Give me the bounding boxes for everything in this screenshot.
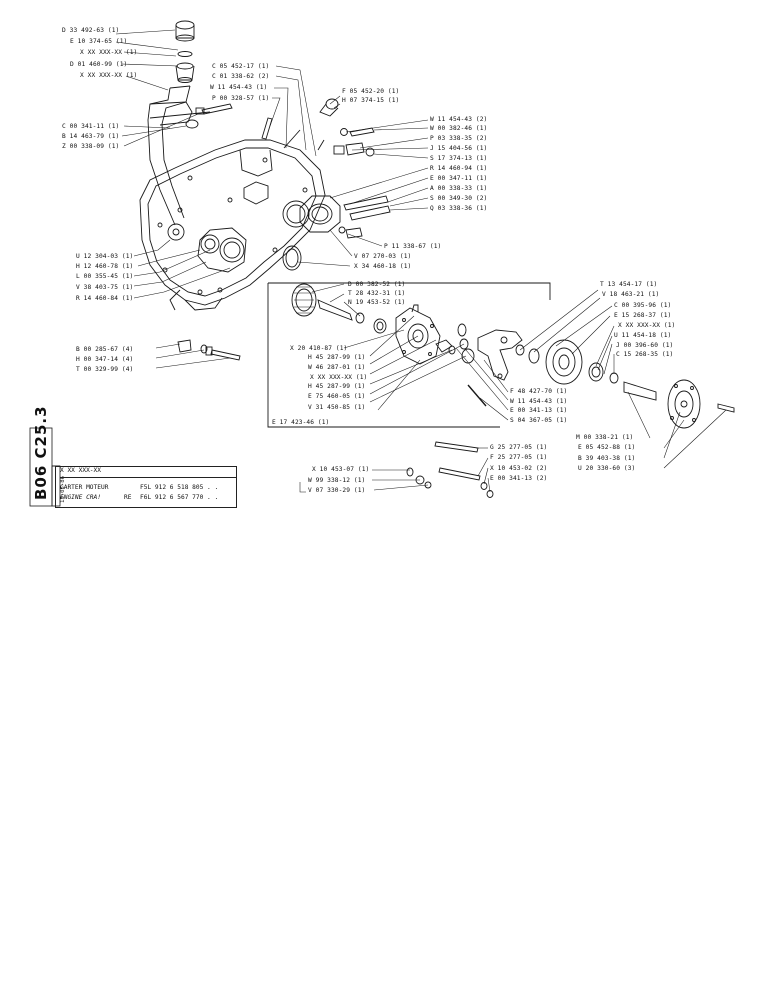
pump-inset-frame: [267, 282, 551, 428]
part-label: P 03 338-35 (2): [430, 135, 488, 142]
title-name-en: ENGINE CRA!: [60, 494, 101, 501]
part-label: V 07 270-03 (1): [354, 253, 412, 260]
part-label: B 39 403-38 (1): [578, 455, 636, 462]
part-label: T 13 454-17 (1): [600, 281, 658, 288]
part-label: M 00 338-21 (1): [576, 434, 634, 441]
part-label: W 11 454-43 (1): [510, 398, 568, 405]
part-label: U 11 454-18 (1): [614, 332, 672, 339]
part-label: D 33 492-63 (1): [62, 27, 120, 34]
part-label: B 00 285-67 (4): [76, 346, 134, 353]
part-label: P 11 338-67 (1): [384, 243, 442, 250]
part-label: C 00 341-11 (1): [62, 123, 120, 130]
part-label: W 11 454-43 (2): [430, 116, 488, 123]
part-label: C 15 268-35 (1): [616, 351, 674, 358]
part-label: S 04 367-05 (1): [510, 417, 568, 424]
part-label: H 12 460-78 (1): [76, 263, 134, 270]
part-label: D 00 382-52 (1): [348, 281, 406, 288]
part-label: E 00 341-13 (2): [490, 475, 548, 482]
center-bushings: [435, 323, 475, 364]
part-label: Q 03 338-36 (1): [430, 205, 488, 212]
part-label: E 00 341-13 (1): [510, 407, 568, 414]
part-label: T 00 329-99 (4): [76, 366, 134, 373]
part-label: V 07 330-29 (1): [308, 487, 366, 494]
title-variant-2-prefix: RE: [124, 494, 132, 501]
part-label: X XX XXX-XX (1): [310, 374, 368, 381]
part-label: T 28 432-31 (1): [348, 290, 406, 297]
part-label: S 00 349-30 (2): [430, 195, 488, 202]
part-label: W 11 454-43 (1): [210, 84, 268, 91]
plugs-and-washers: [319, 98, 375, 157]
part-label: E 15 268-37 (1): [614, 312, 672, 319]
part-label: A 00 338-33 (1): [430, 185, 488, 192]
part-label: E 10 374-65 (1): [70, 38, 128, 45]
part-label: L 00 355-45 (1): [76, 273, 134, 280]
part-label: X XX XXX-XX (1): [80, 72, 138, 79]
part-label: U 20 330-60 (3): [578, 465, 636, 472]
part-label: F 05 452-20 (1): [342, 88, 400, 95]
part-label: E 00 347-11 (1): [430, 175, 488, 182]
sheet-code: B06 C25.3: [32, 405, 50, 500]
part-label: V 38 403-75 (1): [76, 284, 134, 291]
title-variant-1: F5L 912 6 518 805 . .: [140, 484, 219, 491]
title-block: X XX XXX-XX CARTER MOTEUR F5L 912 6 518 …: [55, 466, 237, 508]
part-label: U 12 304-03 (1): [76, 253, 134, 260]
pump-bracket: [467, 329, 523, 407]
part-label: X 10 453-02 (2): [490, 465, 548, 472]
part-label: C 00 395-96 (1): [614, 302, 672, 309]
title-part-ref: X XX XXX-XX: [60, 467, 236, 478]
part-label: E 75 460-05 (1): [308, 393, 366, 400]
crankcase-screws: [185, 103, 325, 151]
part-label: J 15 404-56 (1): [430, 145, 488, 152]
part-label: S 17 374-13 (1): [430, 155, 488, 162]
lower-studs: [406, 441, 494, 498]
part-label: J 00 396-60 (1): [616, 342, 674, 349]
part-label: B 14 463-79 (1): [62, 133, 120, 140]
part-label: W 99 338-12 (1): [308, 477, 366, 484]
part-label: G 25 277-05 (1): [490, 444, 548, 451]
part-label: W 00 382-46 (1): [430, 125, 488, 132]
part-label: F 48 427-70 (1): [510, 388, 568, 395]
leader-lines: [115, 29, 727, 493]
pump-body: [395, 304, 441, 365]
part-label: X 34 460-18 (1): [354, 263, 412, 270]
part-label: N 19 453-52 (1): [348, 299, 406, 306]
part-label: H 00 347-14 (4): [76, 356, 134, 363]
crankcase-cover: [139, 139, 326, 311]
part-label: X XX XXX-XX (1): [80, 49, 138, 56]
part-label: V 18 463-21 (1): [602, 291, 660, 298]
part-label: E 17 423-46 (1): [272, 419, 330, 426]
part-label: F 25 277-05 (1): [490, 454, 548, 461]
part-label: P 00 328-57 (1): [212, 95, 270, 102]
part-label: X 10 453-07 (1): [312, 466, 370, 473]
part-label: R 14 460-84 (1): [76, 295, 134, 302]
part-label: D 01 460-99 (1): [70, 61, 128, 68]
drive-gear: [291, 283, 387, 334]
part-label: Z 00 338-09 (1): [62, 143, 120, 150]
part-label: H 45 287-99 (1): [308, 354, 366, 361]
part-label: C 05 452-17 (1): [212, 63, 270, 70]
part-label: R 14 460-94 (1): [430, 165, 488, 172]
part-label: W 46 287-01 (1): [308, 364, 366, 371]
lower-bolts: [177, 339, 241, 361]
part-label: X XX XXX-XX (1): [618, 322, 676, 329]
part-label: E 05 452-88 (1): [578, 444, 636, 451]
part-label: C 01 338-62 (2): [212, 73, 270, 80]
title-variant-2: F6L 912 6 567 770 . .: [140, 494, 219, 501]
part-label: H 45 287-99 (1): [308, 383, 366, 390]
part-label: X 20 410-87 (1): [290, 345, 348, 352]
title-name-fr: CARTER MOTEUR: [60, 484, 109, 491]
seal-ring: [282, 245, 302, 271]
part-label: H 07 374-15 (1): [342, 97, 400, 104]
part-label: V 31 450-85 (1): [308, 404, 366, 411]
